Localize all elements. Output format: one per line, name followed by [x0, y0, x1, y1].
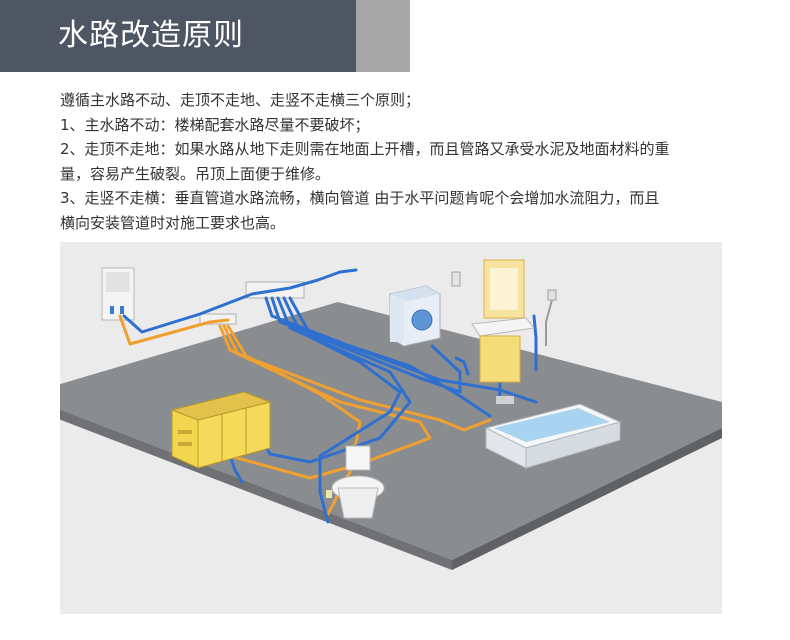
- title-banner-dark-block: [0, 0, 356, 72]
- rule-3-text-line-2: 横向安装管道时对施工要求也高。: [60, 213, 286, 232]
- intro-text: 遵循主水路不动、走顶不走地、走竖不走横三个原则；: [60, 91, 421, 109]
- bathtub-icon: [484, 396, 622, 469]
- rule-1-text: 1、主水路不动：楼梯配套水路尽量不要破坏；: [60, 115, 370, 134]
- rule-2-text-line-2: 量，容易产生破裂。吊顶上面便于维修。: [60, 164, 331, 183]
- floor-slab-edge-right: [452, 428, 722, 570]
- principles-text: 遵循主水路不动、走顶不走地、走竖不走横三个原则； 1、主水路不动：楼梯配套水路尽…: [60, 88, 760, 235]
- floor-slab: [40, 302, 722, 560]
- plumbing-illustration: [40, 242, 722, 614]
- rule-3-text-line-1: 3、走竖不走横：垂直管道水路流畅，横向管道 由于水平问题肯呢个会增加水流阻力，而…: [60, 189, 660, 207]
- rule-2-text-line-1: 2、走顶不走地：如果水路从地下走则需在地面上开槽，而且管路又承受水泥及地面材料的…: [60, 140, 670, 158]
- washing-machine-icon: [389, 271, 461, 347]
- bathroom-cabinet-icon: [471, 259, 557, 383]
- water-heater-icon: [101, 267, 135, 321]
- title-banner-gray-block: [356, 0, 410, 72]
- floor-slab-edge: [40, 402, 452, 570]
- toilet-icon: [326, 445, 385, 519]
- kitchen-cabinet-icon: [170, 391, 272, 469]
- title-banner: 水路改造原则: [0, 0, 410, 72]
- cold-water-pipes: [122, 268, 538, 524]
- page-title: 水路改造原则: [58, 18, 244, 53]
